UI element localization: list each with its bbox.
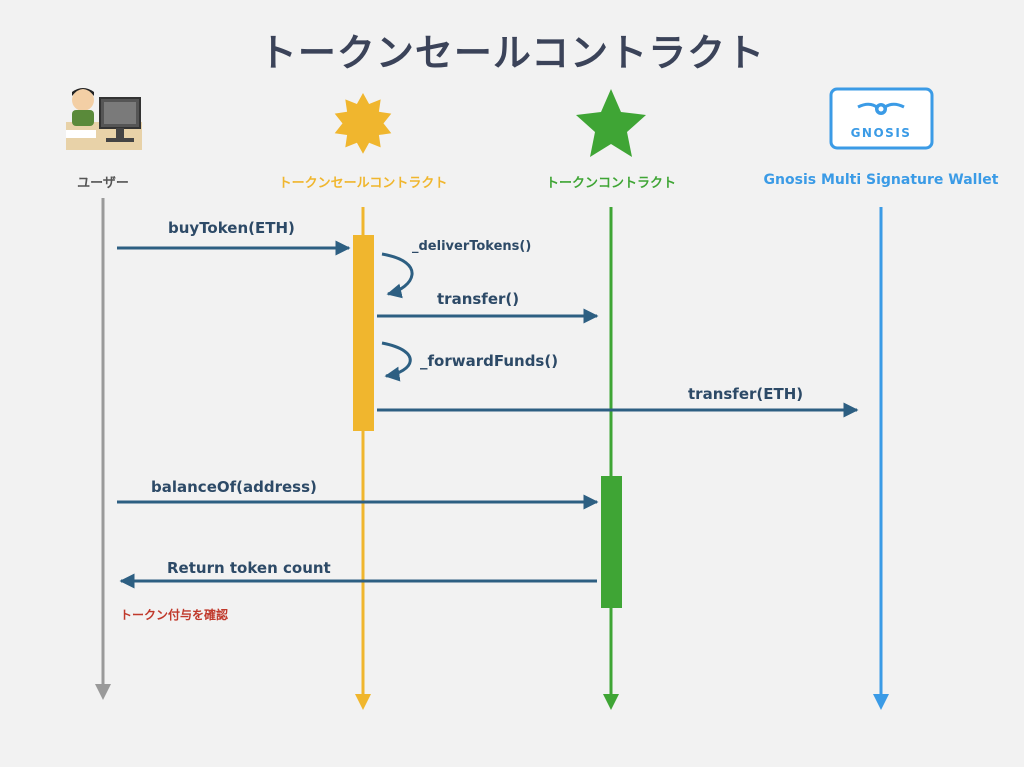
message-label-transfer-eth: transfer(ETH) (688, 385, 804, 403)
sale-lifeline-arrowhead (355, 694, 371, 710)
user-computer-icon (66, 88, 142, 150)
page-title: トークンセールコントラクト (258, 31, 766, 75)
message-label-forward-funds: _forwardFunds() (420, 352, 559, 370)
token-lifeline-arrowhead (603, 694, 619, 710)
forward-funds-arrow (381, 341, 412, 382)
message-label-balance-of: balanceOf(address) (151, 478, 317, 496)
actor-label-sale-contract: トークンセールコントラクト (278, 176, 448, 191)
actor-label-user: ユーザー (77, 176, 129, 191)
deliver-tokens-arrow (381, 252, 414, 299)
wallet-lifeline-arrowhead (873, 694, 889, 710)
user-lifeline-arrowhead (95, 684, 111, 700)
message-label-buy-token: buyToken(ETH) (168, 219, 295, 237)
actor-label-wallet: Gnosis Multi Signature Wallet (763, 172, 999, 188)
token-activation-box (601, 476, 622, 608)
message-label-return-token-count: Return token count (167, 559, 331, 577)
message-label-deliver-tokens: _deliverTokens() (412, 239, 532, 254)
gnosis-logo-text: GNOSIS (851, 126, 912, 140)
sun-icon (334, 93, 392, 154)
star-icon (576, 89, 646, 157)
message-label-transfer: transfer() (437, 290, 520, 308)
gnosis-logo-icon: GNOSIS (829, 87, 934, 150)
actor-label-token-contract: トークンコントラクト (545, 176, 677, 191)
confirm-token-note: トークン付与を確認 (120, 608, 229, 622)
sale-activation-box (353, 235, 374, 431)
